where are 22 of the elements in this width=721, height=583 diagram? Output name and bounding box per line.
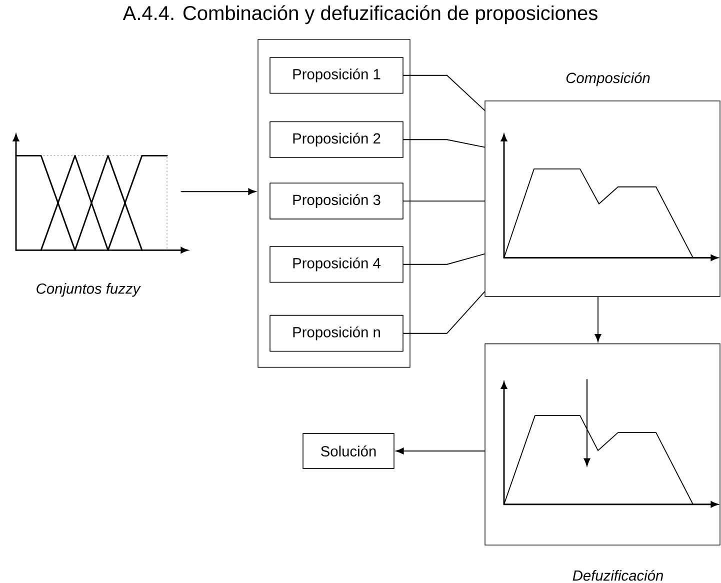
connector-line [403, 74, 486, 111]
proposition-box: Proposición 1 [270, 56, 404, 94]
arrow [594, 296, 602, 342]
proposition-box: Proposición 2 [270, 121, 404, 158]
arrow [396, 448, 486, 454]
connector-line [403, 200, 486, 202]
connector-line [403, 291, 486, 334]
panel [484, 100, 720, 297]
panel [484, 343, 720, 546]
arrow [180, 188, 256, 195]
connector-line [403, 139, 486, 148]
proposition-box: Proposición n [270, 314, 404, 352]
proposition-box: Proposición 3 [270, 182, 404, 220]
result-box: Solución [302, 433, 394, 469]
fuzzy-sets-drawing [12, 134, 188, 254]
proposition-box: Proposición 4 [270, 246, 404, 283]
connector-line [403, 254, 486, 265]
node-label: Defuzificación [572, 570, 663, 581]
node-label: Composición [566, 72, 650, 86]
panel [258, 39, 410, 368]
title: A.4.4. Combinación y defuzificación de proposiciones [122, 5, 598, 24]
node-label: Conjuntos fuzzy [36, 283, 141, 297]
